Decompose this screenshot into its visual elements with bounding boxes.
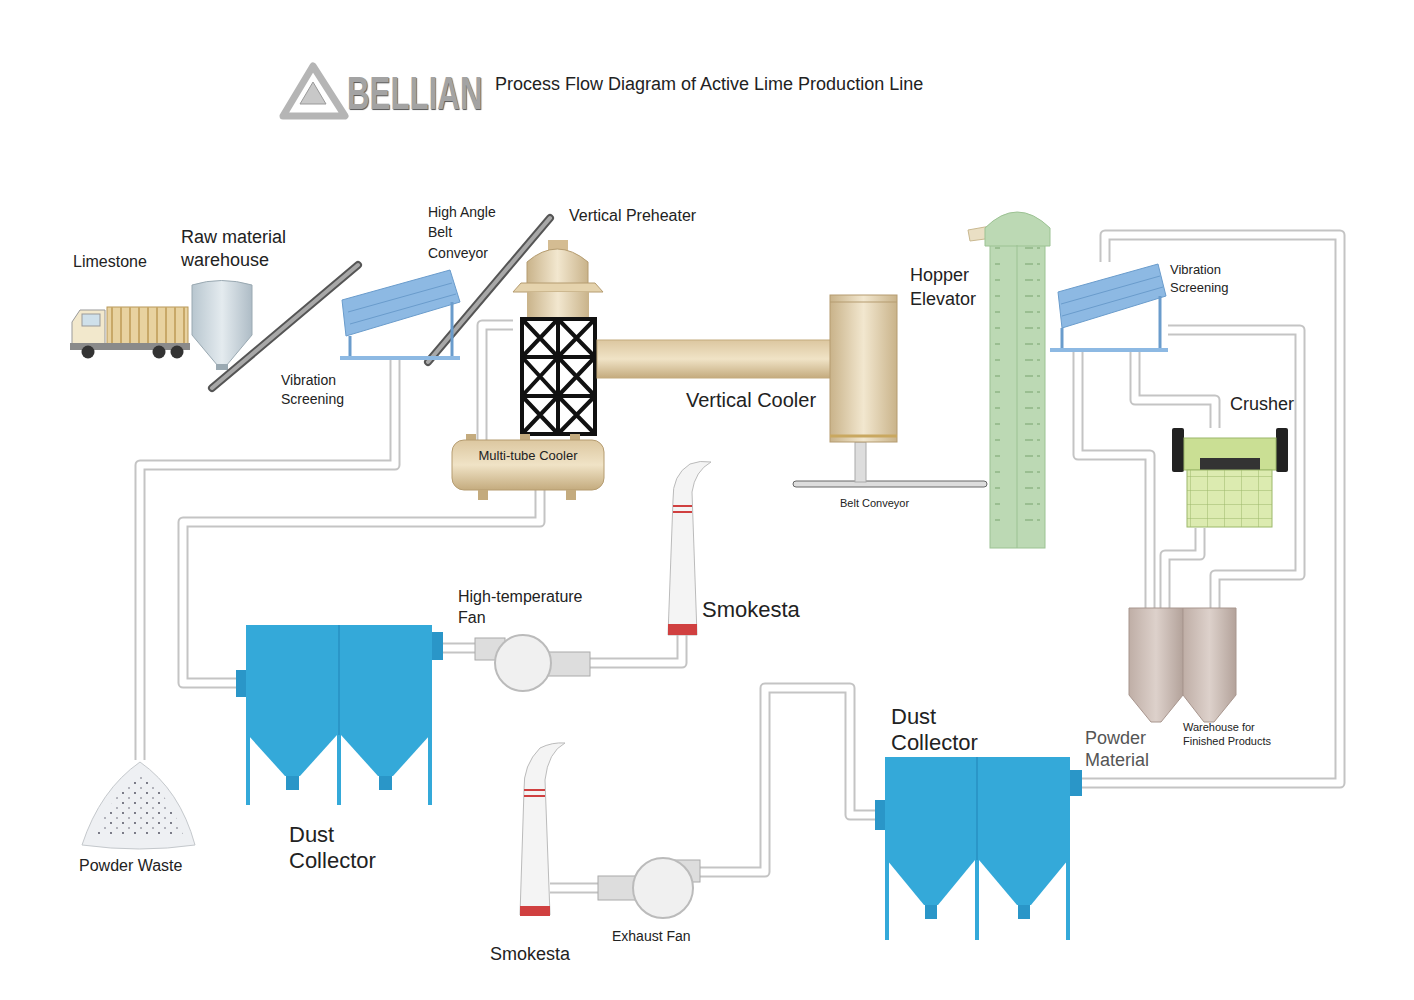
pipe-connector bbox=[1135, 352, 1215, 428]
equipment-node: Vertical Preheater bbox=[513, 240, 603, 435]
pipe-core bbox=[482, 325, 513, 440]
equipment-node: Dust Collector bbox=[240, 625, 442, 805]
equipment-node: Vertical Cooler bbox=[830, 295, 897, 442]
equipment-label: Hopper Elevator bbox=[910, 263, 990, 312]
equipment-node: Limestone bbox=[70, 305, 190, 360]
equipment-label: Multi-tube Cooler bbox=[452, 448, 604, 464]
vibration-screen bbox=[340, 270, 460, 360]
pipe-outline bbox=[1165, 528, 1200, 608]
equipment-node: Dust Collector bbox=[875, 757, 1082, 940]
part-label: Powder Material bbox=[1085, 728, 1160, 771]
equipment-label: Vibration Screening bbox=[281, 371, 361, 409]
equipment-label: Smokesta bbox=[702, 598, 800, 622]
pipe-connector bbox=[1165, 528, 1200, 608]
equipment-node: High-temperature Fan bbox=[475, 635, 590, 692]
equipment-label: Vibration Screening bbox=[1170, 261, 1250, 297]
pipe-connector bbox=[550, 888, 598, 889]
smokestack bbox=[520, 461, 711, 916]
equipment-label: Vertical Preheater bbox=[569, 206, 696, 225]
equipment-label: Crusher bbox=[1230, 394, 1294, 416]
equipment-label: Exhaust Fan bbox=[612, 928, 691, 945]
pipe-connector bbox=[1168, 330, 1300, 608]
pipe-outline bbox=[442, 643, 475, 654]
part-label: High Angle Belt Conveyor bbox=[428, 202, 500, 263]
pipe-outline bbox=[1078, 352, 1150, 608]
raw-silo bbox=[192, 281, 252, 371]
equipment-label: Warehouse for Finished Products bbox=[1183, 721, 1283, 749]
pipe-connector bbox=[482, 325, 513, 440]
diagram-title: Process Flow Diagram of Active Lime Prod… bbox=[495, 74, 923, 95]
pipe-outline bbox=[1082, 235, 1340, 783]
equipment-node: Smokesta bbox=[520, 745, 550, 915]
pipe-core bbox=[1165, 528, 1200, 608]
pipe-outline bbox=[482, 325, 513, 440]
equipment-label: Dust Collector bbox=[891, 704, 1001, 757]
equipment-node: Vibration Screening bbox=[1050, 262, 1168, 352]
crusher-machine bbox=[1172, 428, 1288, 527]
equipment-node: Hopper Elevator bbox=[985, 205, 1050, 548]
equipment-label: High-temperature Fan bbox=[458, 587, 603, 629]
vertical-cooler bbox=[597, 295, 897, 482]
logo-text: BELLIAN bbox=[347, 70, 483, 116]
equipment-node: Smokesta bbox=[668, 460, 697, 635]
pipe-core bbox=[550, 885, 598, 892]
part-label: Belt Conveyor bbox=[840, 497, 909, 510]
pipe-connector bbox=[442, 648, 475, 649]
equipment-label: Dust Collector bbox=[289, 822, 399, 875]
equipment-node: Warehouse for Finished Products bbox=[1128, 608, 1236, 725]
pipe-core bbox=[700, 688, 875, 872]
pipe-outline bbox=[1168, 330, 1300, 608]
equipment-label: Powder Waste bbox=[79, 856, 182, 875]
equipment-node: Multi-tube Cooler bbox=[452, 440, 604, 490]
equipment-label: Raw material warehouse bbox=[181, 226, 306, 271]
truck bbox=[70, 307, 190, 359]
dust-collector bbox=[236, 625, 443, 805]
pipe-outline bbox=[1135, 352, 1215, 428]
dust-collector bbox=[875, 757, 1082, 940]
equipment-node: Exhaust Fan bbox=[598, 858, 700, 918]
pipe-outline bbox=[700, 688, 875, 872]
equipment-node: Powder Waste bbox=[80, 760, 195, 850]
pipe-core bbox=[1078, 352, 1150, 608]
pipe-outline bbox=[550, 883, 598, 894]
equipment-label: Limestone bbox=[73, 252, 147, 271]
pipe-outline bbox=[590, 635, 682, 663]
finished-silos bbox=[1129, 608, 1236, 722]
vibration-screen bbox=[1050, 264, 1168, 352]
logo-mark bbox=[283, 66, 345, 116]
equipment-node: Raw material warehouse bbox=[190, 280, 252, 370]
pipe-connector bbox=[590, 635, 682, 663]
pipe-connector bbox=[1082, 235, 1340, 783]
pipe-connector bbox=[700, 688, 875, 872]
pipe-connector bbox=[1078, 352, 1150, 608]
equipment-node: Crusher bbox=[1172, 428, 1288, 528]
equipment-label: Vertical Cooler bbox=[686, 388, 816, 412]
equipment-label: Smokesta bbox=[490, 944, 570, 966]
pipe-core bbox=[1135, 352, 1215, 428]
pipe-core bbox=[590, 635, 682, 663]
pipe-core bbox=[1168, 330, 1300, 608]
equipment-node: Vibration Screening bbox=[340, 270, 460, 360]
fan bbox=[475, 635, 700, 918]
powder-pile bbox=[82, 762, 195, 849]
preheater bbox=[513, 240, 603, 434]
pipe-core bbox=[1082, 235, 1340, 783]
multi-tube-cooler-shape bbox=[452, 434, 604, 500]
hopper-elevator bbox=[968, 212, 1050, 548]
pipe-core bbox=[442, 645, 475, 652]
